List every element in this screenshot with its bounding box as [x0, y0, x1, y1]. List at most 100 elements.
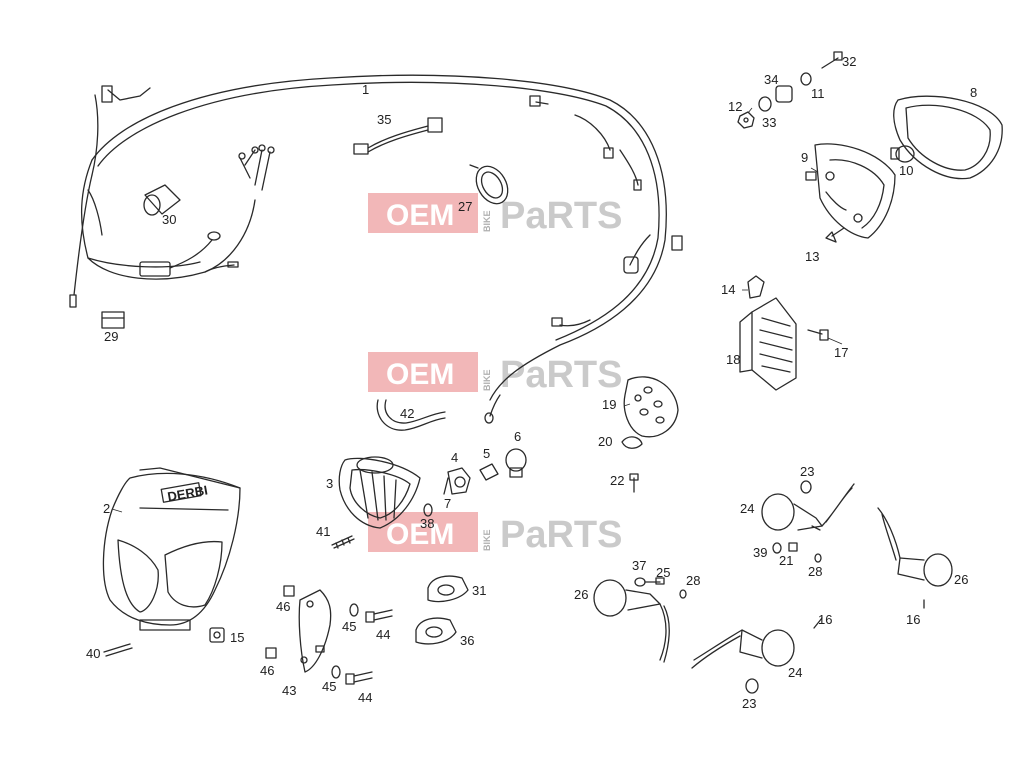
part-18-regulator — [739, 297, 797, 391]
part-20-clip — [621, 436, 643, 449]
callout-19: 19 — [602, 397, 616, 412]
watermark-parts-text: PaRTS — [500, 514, 622, 556]
watermark-oem-text: OEM — [386, 199, 454, 232]
callout-33: 33 — [762, 115, 776, 130]
part-3-headlight-unit — [338, 456, 421, 529]
callout-12: 12 — [728, 99, 742, 114]
callout-14: 14 — [721, 282, 735, 297]
part-39-washer — [772, 542, 782, 554]
part-33-washer — [758, 96, 772, 112]
part-24-indicator-right-upper — [761, 483, 855, 531]
part-8-tail-lens — [893, 95, 1003, 180]
callout-5: 5 — [483, 446, 490, 461]
part-43-mounting-bracket — [298, 589, 332, 673]
part-25-clip — [655, 577, 665, 585]
callout-45: 45 — [342, 619, 356, 634]
part-24-indicator-lower — [691, 629, 795, 669]
part-9-tail-housing — [805, 143, 896, 239]
watermark-bike-text: BIKE — [482, 529, 492, 551]
callout-10: 10 — [899, 163, 913, 178]
part-14-clip — [747, 275, 765, 299]
callout-16: 16 — [906, 612, 920, 627]
part-11-washer — [800, 72, 812, 86]
callout-25: 25 — [656, 565, 670, 580]
part-28-nut-lower — [679, 589, 687, 599]
callout-39: 39 — [753, 545, 767, 560]
watermark-bottom: OEM BIKE PaRTS — [368, 512, 622, 556]
callout-leader-lines — [111, 107, 843, 513]
callout-22: 22 — [610, 473, 624, 488]
wiring-harness-drawing — [69, 74, 683, 424]
callout-26: 26 — [574, 587, 588, 602]
part-17-bolt — [807, 329, 829, 341]
fairing-brand-badge: DERBI — [166, 482, 208, 504]
callout-42: 42 — [400, 406, 414, 421]
watermark-parts-text: PaRTS — [500, 195, 622, 237]
callout-2: 2 — [103, 501, 110, 516]
callout-34: 34 — [764, 72, 778, 87]
callout-11: 11 — [811, 86, 825, 101]
part-38-bulb-small — [423, 503, 433, 517]
part-27-cable-clamp — [469, 164, 509, 205]
part-5-clip — [479, 463, 499, 481]
callout-8: 8 — [970, 85, 977, 100]
callout-labels: 1 35 27 30 29 34 32 12 33 11 8 9 10 13 1… — [86, 54, 977, 711]
part-31-clamp — [427, 575, 469, 603]
callout-23: 23 — [800, 464, 814, 479]
part-23-bulb-lower — [745, 678, 759, 694]
part-26-indicator-lower-left — [593, 579, 670, 663]
callout-16: 16 — [818, 612, 832, 627]
callout-13: 13 — [805, 249, 819, 264]
callout-32: 32 — [842, 54, 856, 69]
part-29-fuse — [101, 311, 125, 329]
callout-21: 21 — [779, 553, 793, 568]
callout-27: 27 — [458, 199, 472, 214]
callout-26: 26 — [954, 572, 968, 587]
callout-1: 1 — [362, 82, 369, 97]
callout-24: 24 — [740, 501, 754, 516]
watermark-oem-text: OEM — [386, 518, 454, 551]
callout-46: 46 — [260, 663, 274, 678]
part-16-screw-lower — [813, 617, 823, 629]
part-19-cover — [623, 376, 679, 438]
part-4-bulb-holder — [447, 467, 471, 495]
part-26-indicator-far-right — [877, 507, 953, 587]
part-36-clamp — [415, 617, 457, 645]
part-40-screw — [103, 643, 133, 657]
part-32-screw — [821, 51, 843, 69]
callout-28: 28 — [808, 564, 822, 579]
part-6-bulb — [505, 448, 527, 478]
callout-7: 7 — [444, 496, 451, 511]
watermark-top: OEM BIKE PaRTS — [368, 193, 622, 237]
callout-44: 44 — [358, 690, 372, 705]
watermark-bike-text: BIKE — [482, 369, 492, 391]
callout-9: 9 — [801, 150, 808, 165]
callout-44: 44 — [376, 627, 390, 642]
callout-46: 46 — [276, 599, 290, 614]
callout-38: 38 — [420, 516, 434, 531]
callout-3: 3 — [326, 476, 333, 491]
part-35-adapter-cable — [353, 117, 443, 155]
watermark-middle: OEM BIKE PaRTS — [368, 352, 622, 396]
watermark-bike-text: BIKE — [482, 210, 492, 232]
callout-36: 36 — [460, 633, 474, 648]
callout-29: 29 — [104, 329, 118, 344]
part-46-nut — [265, 585, 295, 659]
callout-35: 35 — [377, 112, 391, 127]
callout-4: 4 — [451, 450, 458, 465]
callout-28: 28 — [686, 573, 700, 588]
callout-23: 23 — [742, 696, 756, 711]
callout-43: 43 — [282, 683, 296, 698]
callout-40: 40 — [86, 646, 100, 661]
callout-17: 17 — [834, 345, 848, 360]
part-44-bolt — [345, 609, 393, 685]
callout-41: 41 — [316, 524, 330, 539]
watermark-parts-text: PaRTS — [500, 354, 622, 396]
part-12-nut — [737, 111, 755, 129]
part-22-screw — [629, 473, 639, 493]
part-45-washer — [331, 603, 359, 679]
callout-18: 18 — [726, 352, 740, 367]
part-21-nut — [788, 542, 798, 552]
